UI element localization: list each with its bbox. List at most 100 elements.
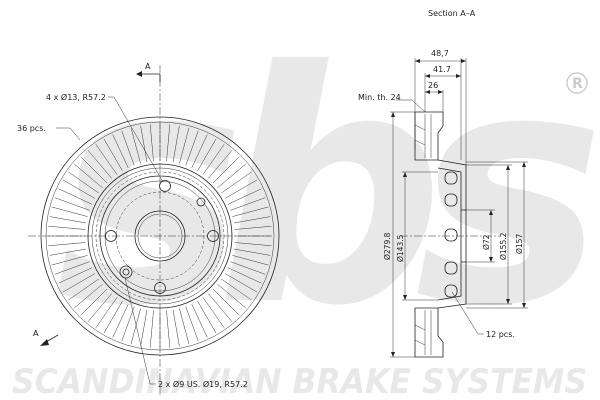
vane-line [197, 138, 217, 172]
section-letter-top: A [145, 62, 151, 71]
vane-line [234, 225, 272, 230]
locating-holes-label: 2 x Ø9 US. Ø19, R57.2 [158, 379, 248, 389]
vane-line [51, 255, 88, 266]
hat-outer-edge [99, 175, 221, 297]
disc-profile [400, 111, 500, 358]
vane-line [130, 308, 141, 345]
section-title: Section A–A [428, 9, 476, 18]
vane-line [149, 124, 154, 162]
vane-line [217, 163, 246, 188]
vane-line [221, 278, 252, 301]
vent-count-label: 36 pcs. [17, 124, 46, 133]
vane-line [49, 248, 87, 256]
section-marker-top: A [136, 62, 161, 82]
registered-mark-icon: R [566, 72, 588, 94]
vane-line [95, 144, 118, 175]
vane-line [103, 300, 123, 334]
vane-line [68, 278, 99, 301]
watermark-logo: sbs [55, 4, 595, 376]
vane-line [112, 134, 129, 169]
bolt-holes-label: 4 x Ø13, R57.2 [46, 92, 106, 102]
vane-line [62, 179, 96, 199]
svg-text:R: R [572, 76, 583, 92]
section-letter-bottom: A [33, 329, 39, 338]
vane-line [80, 288, 108, 316]
vane-line [185, 306, 199, 342]
vane-line [197, 300, 217, 334]
vane-line [121, 130, 135, 166]
dim-hat-depth: 41.7 [425, 65, 461, 78]
vane-line [208, 293, 233, 322]
dim-bolt-circle-inner: Ø155.2 [466, 164, 512, 305]
vane-line [217, 284, 246, 309]
vane-line [233, 248, 271, 256]
vane-line [179, 127, 190, 164]
watermark: sbs SCANDINAVIAN BRAKE SYSTEMS [12, 4, 600, 400]
vane-line [234, 242, 272, 247]
vane-line [112, 303, 129, 338]
front-view: A A 4 x Ø13, R57.2 36 pcs. 2 x Ø9 US. Ø1… [17, 62, 280, 395]
vane-line [208, 150, 233, 179]
svg-text:48,7: 48,7 [431, 49, 449, 58]
vane-line [179, 308, 190, 345]
centre-bore [134, 210, 186, 262]
min-thickness-label: Min. th. 24 [358, 93, 401, 102]
vane-line [74, 163, 103, 188]
dim-outer-diameter: Ø279.8 [383, 111, 415, 358]
vane-line [191, 134, 208, 169]
vane-line [48, 242, 86, 247]
disc-outer-edge [40, 116, 280, 356]
vane-line [149, 310, 154, 348]
vane-line [230, 197, 266, 211]
vane-line [58, 267, 93, 284]
vane-line [166, 124, 171, 162]
vane-line [58, 188, 93, 205]
vane-line [54, 197, 90, 211]
vane-line [221, 171, 252, 194]
vane-line [51, 206, 88, 217]
vane-line [54, 261, 90, 275]
locating-holes [119, 197, 206, 279]
cooling-vanes [48, 124, 272, 348]
vane-line [224, 273, 258, 293]
vane-line [202, 297, 225, 328]
vane-line [130, 127, 141, 164]
svg-text:Ø157: Ø157 [515, 234, 524, 254]
vane-line [227, 267, 262, 284]
section-view: Section A–A 48,7 41.7 26 Min. th. 24 [358, 9, 528, 358]
dim-centre-bore: Ø72 [466, 209, 495, 263]
cooling-holes-label: 12 pcs. [486, 330, 515, 339]
vane-line [87, 293, 112, 322]
vane-line [185, 130, 199, 166]
dim-overall-height: 48,7 [415, 49, 466, 63]
watermark-company-name: SCANDINAVIAN BRAKE SYSTEMS [12, 362, 587, 400]
vane-line [224, 179, 258, 199]
svg-text:Ø72: Ø72 [482, 234, 491, 250]
vane-line [74, 284, 103, 309]
vane-line [232, 255, 269, 266]
vane-line [49, 216, 87, 224]
vane-line [103, 138, 123, 172]
vane-line [212, 156, 240, 184]
vane-line [212, 288, 240, 316]
vane-line [48, 225, 86, 230]
vane-line [140, 125, 148, 163]
svg-text:26: 26 [428, 81, 438, 90]
vane-line [80, 156, 108, 184]
vane-line [172, 309, 180, 347]
vane-line [227, 188, 262, 205]
vane-line [191, 303, 208, 338]
vane-line [121, 306, 135, 342]
vane-line [68, 171, 99, 194]
section-marker-bottom: A [33, 329, 59, 346]
dim-bolt-circle-outer: Ø157 [466, 161, 528, 309]
svg-text:Ø155.2: Ø155.2 [499, 232, 508, 260]
vane-line [233, 216, 271, 224]
vane-line [62, 273, 96, 293]
vane-line [95, 297, 118, 328]
vane-line [232, 206, 269, 217]
dim-disc-thickness: 26 [425, 81, 443, 94]
svg-text:Ø143.5: Ø143.5 [396, 234, 405, 262]
vane-line [140, 309, 148, 347]
